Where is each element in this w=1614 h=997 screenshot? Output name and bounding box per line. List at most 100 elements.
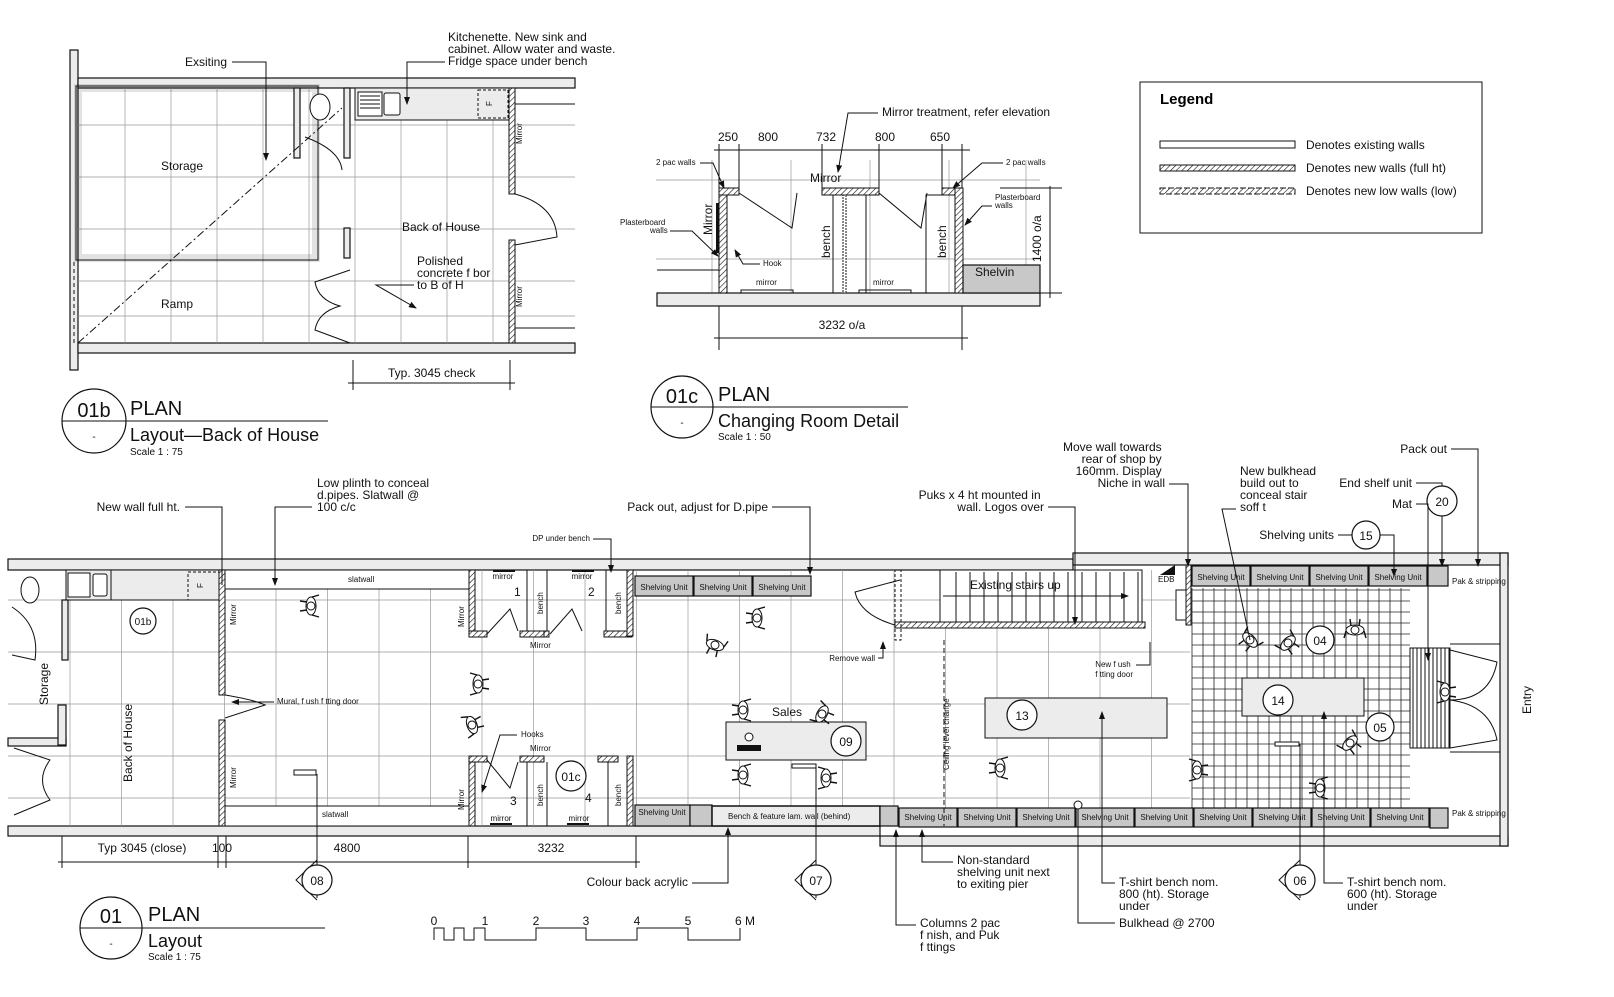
- pac-walls-note: 2 pac walls: [656, 158, 696, 167]
- title-sheet: -: [109, 939, 112, 950]
- dimension-chain-bottom: Typ 3045 (close) 100 4800 3232: [58, 836, 640, 868]
- tshirt-bench-14: [1241, 677, 1365, 717]
- dim-4800: 4800: [334, 841, 361, 855]
- dim-height: 1400 o/a: [1030, 215, 1044, 262]
- drawing-title-01: 01 - PLAN Layout Scale 1 : 75: [79, 896, 325, 963]
- title-scale: Scale 1 : 75: [148, 952, 201, 963]
- legend-item: Denotes new low walls (low): [1306, 184, 1457, 198]
- section-label: 08: [310, 874, 324, 888]
- tag-05[interactable]: 05: [1373, 721, 1387, 735]
- floor-grid: [78, 88, 575, 343]
- section-marker-08[interactable]: 08: [295, 774, 333, 901]
- changing-rooms-bottom: mirror mirror 3 4 bench bench Mirror 01c: [457, 755, 634, 827]
- mirror-label: Mirror: [515, 286, 524, 307]
- shelving-unit-label: Shelving Unit: [1374, 573, 1422, 582]
- mirror-small-label: mirror: [756, 278, 777, 287]
- svg-text:6 M: 6 M: [735, 914, 755, 928]
- shelving-unit-label: Shelving Unit: [1258, 813, 1306, 822]
- annotations: New wall full ht. Low plinth to conceal …: [97, 440, 1481, 954]
- note-dp-under-bench: DP under bench: [532, 534, 590, 543]
- mirror-label: Mirror: [701, 204, 715, 235]
- shelving-row-top-right: Shelving Unit Shelving Unit Shelving Uni…: [1191, 565, 1506, 818]
- title-number: 01c: [666, 386, 698, 408]
- plasterboard-note: Plasterboard walls: [994, 193, 1043, 210]
- note-non-standard: Non-standard shelving unit next to exiti…: [957, 853, 1053, 891]
- mirror-label: Mirror: [457, 606, 466, 627]
- shelving-unit: [1016, 807, 1076, 828]
- ref-tag-01b[interactable]: 01b: [135, 617, 152, 628]
- fridge-label: F: [485, 101, 494, 106]
- ref-tag-01c[interactable]: 01c: [561, 770, 580, 784]
- dim-overall: 3232 o/a: [819, 318, 866, 332]
- note-bulkhead-2700: Bulkhead @ 2700: [1119, 916, 1215, 930]
- svg-text:1: 1: [482, 914, 489, 928]
- tag-15[interactable]: 15: [1359, 529, 1373, 543]
- dim-typ-3045: Typ 3045 (close): [98, 841, 187, 855]
- floor-grid-vertical: [69, 570, 1152, 826]
- section-marker-07[interactable]: 07: [794, 768, 832, 901]
- kitchenette-note: Kitchenette. New sink and cabinet. Allow…: [448, 30, 619, 68]
- room-label-ramp: Ramp: [161, 297, 193, 311]
- shelving-unit: [634, 575, 694, 597]
- bench-label: bench: [536, 784, 545, 806]
- note-move-wall: Move wall towards rear of shop by 160mm.…: [1063, 440, 1165, 490]
- title-scale: Scale 1 : 50: [718, 432, 771, 443]
- tag-09[interactable]: 09: [839, 735, 853, 749]
- bench-label: bench: [536, 592, 545, 614]
- shelving-unit-label: Shelving Unit: [640, 583, 688, 592]
- svg-text:2: 2: [533, 914, 540, 928]
- plan-01: F Storage Back of House Mirror Mirror 01…: [7, 440, 1534, 963]
- plan-01c: Shelvin Mirror bench bench Mirror mirror…: [620, 105, 1062, 443]
- section-label: 06: [1293, 874, 1307, 888]
- fridge-label: F: [196, 583, 205, 588]
- title-number: 01: [100, 906, 122, 928]
- shelving-unit: [752, 575, 812, 597]
- tag-04[interactable]: 04: [1313, 634, 1327, 648]
- tag-20[interactable]: 20: [1435, 495, 1449, 509]
- shelving-unit-label: Shelving Unit: [1256, 573, 1304, 582]
- title-type: PLAN: [148, 904, 200, 926]
- ceiling-change-label: Ceiling level change: [942, 698, 951, 770]
- pak-stripping-label: Pak & stripping: [1452, 577, 1506, 586]
- legend-item: Denotes new walls (full ht): [1306, 161, 1446, 175]
- mirror-label: Mirror: [515, 123, 524, 144]
- section-label: 07: [809, 874, 823, 888]
- bench-feature-wall-label: Bench & feature lam. wall (behind): [728, 812, 851, 821]
- plan-01b: F Mirror Mirror Exsiting Kitchenette. Ne…: [61, 30, 619, 458]
- title-name: Layout: [148, 931, 202, 951]
- title-name: Changing Room Detail: [718, 411, 899, 431]
- note-puks: Puks x 4 ht mounted in wall. Logos over: [919, 488, 1044, 514]
- slatwall-label: slatwall: [322, 810, 348, 819]
- mirror-small-label: mirror: [491, 814, 512, 823]
- room-label-storage: Storage: [37, 663, 51, 705]
- note-shelving-units: Shelving units: [1259, 528, 1334, 542]
- mirror-label: Mirror: [457, 789, 466, 810]
- pac-walls-note: 2 pac walls: [1006, 158, 1046, 167]
- stairs-label: Existing stairs up: [970, 578, 1061, 592]
- note-mural-door: Mural, f ush f tting door: [277, 697, 359, 706]
- note-new-bulkhead: New bulkhead build out to conceal stair …: [1240, 464, 1319, 514]
- plasterboard-note: Plasterboard walls: [620, 218, 668, 235]
- note-mirror: Mirror: [530, 744, 551, 753]
- shelving-unit-label: Shelving Unit: [963, 813, 1011, 822]
- dim-800: 800: [875, 130, 895, 144]
- legend: Legend Denotes existing walls Denotes ne…: [1139, 81, 1483, 234]
- tag-13[interactable]: 13: [1015, 709, 1029, 723]
- change-room-number: 4: [585, 791, 592, 805]
- hook-note: Hook: [763, 259, 783, 268]
- shelving-row-bottom: Shelving Unit Shelving Unit Shelving Unit S…: [898, 807, 1430, 828]
- sales-label: Sales: [772, 705, 802, 719]
- section-marker-06[interactable]: 06: [1278, 744, 1316, 901]
- pak-stripping-label: Pak & stripping: [1452, 809, 1506, 818]
- shelving-label: Shelvin: [975, 265, 1014, 279]
- drawing-title-01b: 01b - PLAN Layout—Back of House Scale 1 …: [61, 388, 328, 458]
- dim-3232: 3232: [538, 841, 565, 855]
- mirror-top-label: Mirror: [810, 171, 841, 185]
- edb-label: EDB: [1158, 575, 1174, 584]
- shelving-unit-label: Shelving Unit: [1376, 813, 1424, 822]
- shelving-unit-label: Shelving Unit: [1140, 813, 1188, 822]
- note-tshirt-600: T-shirt bench nom. 600 (ht). Storage und…: [1347, 875, 1450, 913]
- title-sheet: -: [680, 418, 683, 429]
- tag-14[interactable]: 14: [1271, 694, 1285, 708]
- legend-swatch-existing: [1159, 140, 1296, 149]
